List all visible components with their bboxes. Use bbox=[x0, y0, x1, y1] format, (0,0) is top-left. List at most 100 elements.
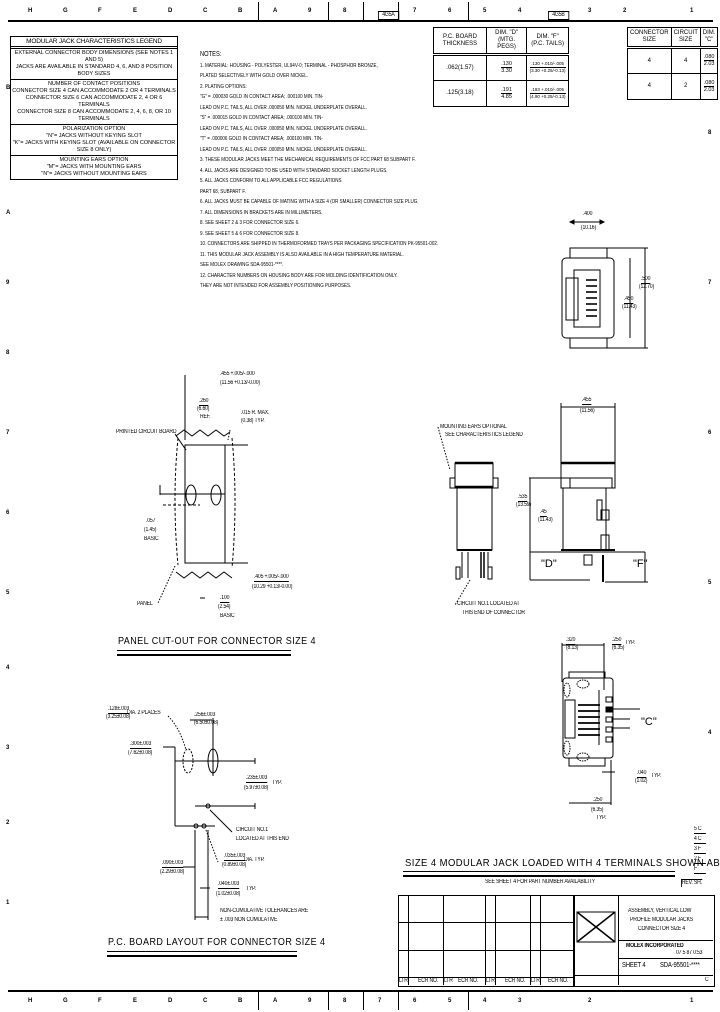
zone-label: G bbox=[63, 998, 68, 1004]
note-line: 4. ALL JACKS ARE DESIGNED TO BE USED WIT… bbox=[200, 167, 388, 174]
dim-label: TYP. bbox=[596, 815, 607, 821]
dim-label: (5.97±0.08) bbox=[244, 785, 269, 791]
dim-c-label: "C" bbox=[641, 716, 657, 728]
cell-thickness: .062(1.57) bbox=[433, 54, 487, 81]
dim-label: (3.25±0.08) bbox=[106, 714, 131, 720]
note-line: LEAD ON P.C. TAILS, ALL OVER .000050 MIN… bbox=[200, 146, 368, 153]
dim-label: (11.43) bbox=[622, 304, 637, 310]
title-underline bbox=[117, 650, 291, 656]
rev-sheet: F bbox=[694, 866, 706, 874]
legend-section-body: EXTERNAL CONNECTOR BODY DIMENSIONS (SEE … bbox=[11, 49, 177, 80]
note-line: "T" = .000006 GOLD IN CONTACT AREA; .000… bbox=[200, 136, 323, 142]
zone-label: F bbox=[98, 998, 102, 1004]
col-thickness: P.C. BOARD THICKNESS bbox=[433, 27, 487, 56]
note-line: THEY ARE NOT INTENDED FOR ASSEMBLY POSIT… bbox=[200, 283, 352, 289]
dim-label: (2.29±0.08) bbox=[160, 869, 185, 875]
document-number: SDA-95501-**** bbox=[660, 962, 700, 969]
col-header: ECR NO. bbox=[458, 978, 479, 984]
caption-subtitle: SEE SHEET 4 FOR PART NUMBER AVAILABILITY bbox=[485, 879, 595, 885]
note-line: 2. PLATING OPTIONS: bbox=[200, 83, 247, 90]
dim-label: TYP. bbox=[272, 780, 283, 786]
zone-label: A bbox=[6, 210, 11, 216]
dim-label: .405 +.005/-.000 bbox=[254, 574, 289, 582]
legend-line: "N"= JACKS WITHOUT KEYING SLOT bbox=[46, 133, 142, 139]
title-block-frame bbox=[573, 895, 715, 987]
cell-circuit: 4 bbox=[670, 47, 701, 74]
dim-label: (10.16) bbox=[581, 225, 596, 231]
zone-label: H bbox=[28, 998, 33, 1004]
zone-label: 9 bbox=[308, 998, 312, 1004]
frac-top: .130 bbox=[501, 61, 512, 68]
cell-dim-f: .193 +.010/-.005(4.90 +0.25/-0.13) bbox=[526, 80, 569, 107]
dim-label: .455 +.005/-.000 bbox=[220, 371, 255, 377]
note-line: PLATED SELECTIVELY WITH GOLD OVER NICKEL… bbox=[200, 73, 309, 79]
note-line: 5. ALL JACKS CONFORM TO ALL APPLICABLE F… bbox=[200, 178, 342, 184]
dim-label: (1.02±0.08) bbox=[216, 891, 241, 897]
zone-label: 2 bbox=[623, 8, 627, 14]
dim-label: (0.89±0.08) bbox=[222, 862, 247, 868]
legend-line: "K"= JACKS WITH KEYING SLOT (AVAILABLE O… bbox=[12, 140, 176, 153]
caption-title: SIZE 4 MODULAR JACK LOADED WITH 4 TERMIN… bbox=[405, 857, 720, 869]
title-description: PROFILE MODULAR JACKS bbox=[630, 917, 694, 923]
dim-label: (0.38) TYP. bbox=[241, 418, 265, 424]
pcb-layout-title: P.C. BOARD LAYOUT FOR CONNECTOR SIZE 4 bbox=[108, 937, 326, 948]
ears-note: SEE CHARACTERISTICS LEGEND bbox=[445, 432, 523, 438]
frac-top: .080 bbox=[703, 54, 715, 61]
dim-label: .090±.003 bbox=[162, 860, 184, 868]
legend-line: POLARIZATION OPTION bbox=[62, 126, 126, 132]
note-line: 12. CHARACTER NUMBERS ON HOUSING BODY AR… bbox=[200, 272, 398, 279]
dim-label: (7.62±0.08) bbox=[128, 750, 153, 756]
dim-label: .260 bbox=[199, 398, 209, 406]
zone-label: 6 bbox=[413, 998, 417, 1004]
col-header: LTR bbox=[486, 978, 495, 984]
dim-label: TYP. bbox=[625, 640, 636, 646]
zone-label: 3 bbox=[6, 745, 10, 751]
legend-line: CONNECTOR SIZE 4 CAN ACCOMMODATE 2 OR 4 … bbox=[12, 88, 176, 94]
zone-label: 4 bbox=[518, 8, 522, 14]
ears-note: MOUNTING EARS OPTIONAL bbox=[440, 424, 507, 430]
note-line: "G" = .000030 GOLD IN CONTACT AREA; .000… bbox=[200, 94, 324, 100]
dim-label: (6.50±0.08) bbox=[194, 720, 219, 726]
zone-label: 5 bbox=[483, 8, 487, 14]
legend-line: "N"= JACKS WITHOUT MOUNTING EARS bbox=[41, 171, 147, 177]
note-line: SEE MOLEX DRAWING SDA-95501-****. bbox=[200, 262, 284, 268]
note-line: 7. ALL DIMENSIONS IN BRACKETS ARE IN MIL… bbox=[200, 209, 323, 216]
legend-section-polarization: POLARIZATION OPTION "N"= JACKS WITHOUT K… bbox=[11, 125, 177, 156]
dim-label: .256±.003 bbox=[194, 712, 216, 718]
zone-label: 7 bbox=[378, 998, 382, 1004]
zone-label: 4 bbox=[708, 730, 712, 736]
zone-label: 7 bbox=[708, 280, 712, 286]
title-description: CONNECTOR SIZE 4 bbox=[638, 926, 686, 932]
tail-note: THIS END OF CONNECTOR bbox=[462, 610, 525, 616]
dim-label: .535 bbox=[518, 494, 528, 502]
circuit-one-note: LOCATED AT THIS END bbox=[236, 836, 289, 842]
zone-label: 5 bbox=[6, 590, 10, 596]
col-dim-d: DIM. "D" (MTG. PEGS) bbox=[485, 27, 528, 56]
col-circuit-size: CIRCUIT SIZE bbox=[670, 27, 701, 49]
frac-bot: (4.90 +0.25/-0.13) bbox=[529, 93, 566, 99]
dim-label: .250 bbox=[612, 637, 622, 645]
note-line: PART 68, SUBPART F. bbox=[200, 188, 246, 195]
legend-title: MODULAR JACK CHARACTERISTICS LEGEND bbox=[11, 37, 177, 49]
panel-cutout-title: PANEL CUT-OUT FOR CONNECTOR SIZE 4 bbox=[118, 636, 316, 647]
note-line: 1. MATERIAL: HOUSING - POLYESTER, UL94V-… bbox=[200, 62, 378, 69]
legend-line: MOUNTING EARS OPTION bbox=[59, 157, 129, 163]
pcb-edge-label: PRINTED CIRCUIT BOARD bbox=[116, 429, 177, 435]
dim-label: .035±.003 bbox=[224, 853, 246, 861]
zone-label: 7 bbox=[413, 8, 417, 14]
dim-label: .400 bbox=[583, 211, 593, 217]
dim-label: .250 bbox=[593, 797, 603, 803]
note-line: 6. ALL JACKS MUST BE CAPABLE OF MATING W… bbox=[200, 199, 419, 205]
note-line: 8. SEE SHEET 2 & 3 FOR CONNECTOR SIZE 6. bbox=[200, 220, 300, 226]
col-header: ECR NO. bbox=[418, 978, 439, 984]
note-line: "S" = .000015 GOLD IN CONTACT AREA; .000… bbox=[200, 115, 323, 121]
zone-label: 9 bbox=[308, 8, 312, 14]
panel-label: PANEL bbox=[137, 601, 153, 607]
dim-label: (11.43) bbox=[538, 517, 553, 523]
